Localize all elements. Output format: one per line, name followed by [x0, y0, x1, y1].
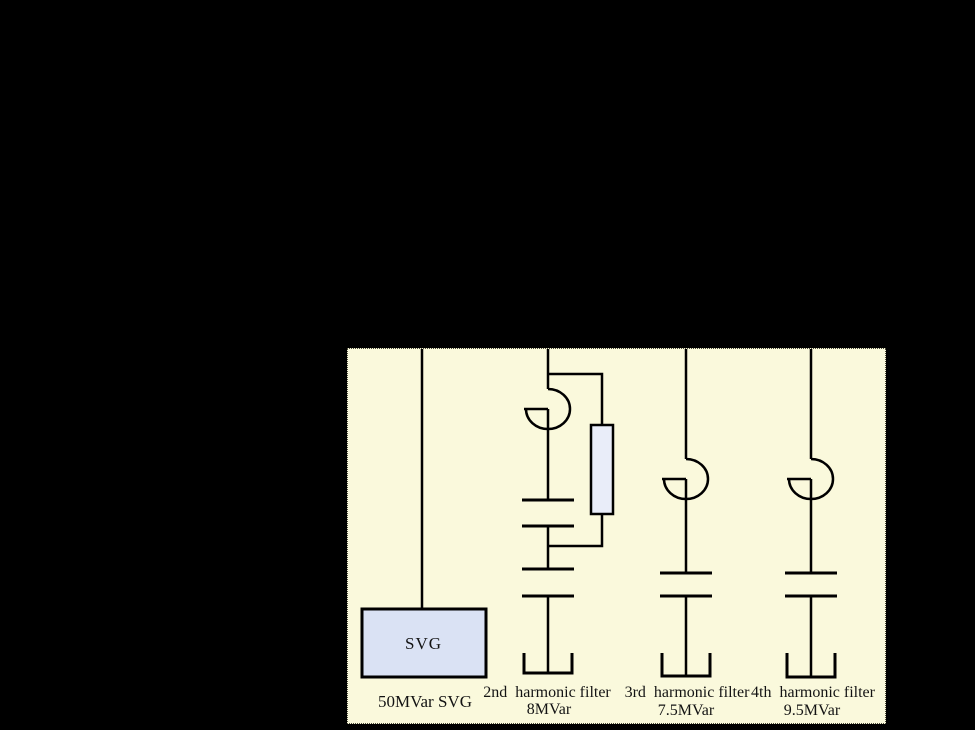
svg-unit-box — [360, 607, 488, 679]
filter-2-termination-bracket — [522, 653, 574, 675]
filter-2-label: 2nd harmonic filter — [483, 684, 611, 701]
filter-2-resistor-branch-line — [548, 372, 604, 425]
filter-3-capacitor-icon — [660, 571, 712, 598]
svg-unit-caption: 50MVar SVG — [378, 692, 472, 711]
filter-4-capacitor-icon — [785, 571, 837, 598]
filter-3-label: 3rd harmonic filter — [624, 684, 750, 701]
filter-2-reactor-icon — [524, 387, 572, 431]
filter-4-label: 4th harmonic filter — [751, 684, 875, 701]
filter-2-capacitor-1-icon — [522, 498, 574, 528]
filter-3-reactor-icon — [662, 457, 710, 501]
circuit-line-art — [360, 349, 837, 679]
filter-2-resistor-return-line — [548, 514, 604, 548]
filter-4-reactor-icon — [787, 457, 835, 501]
svg-and-filters-panel: SVG 50MVar SVG 2nd harmonic filter 8MVar… — [347, 348, 886, 724]
filter-4-termination-bracket — [785, 653, 837, 679]
filter-3-rating: 7.5MVar — [657, 702, 715, 719]
svg-unit-box-label: SVG — [404, 633, 442, 653]
filter-2-capacitor-2-icon — [522, 567, 574, 598]
filter-4-rating: 9.5MVar — [783, 702, 841, 719]
filter-2-damping-resistor — [589, 423, 615, 516]
filter-2-rating: 8MVar — [526, 701, 572, 718]
filter-3-termination-bracket — [660, 653, 712, 678]
